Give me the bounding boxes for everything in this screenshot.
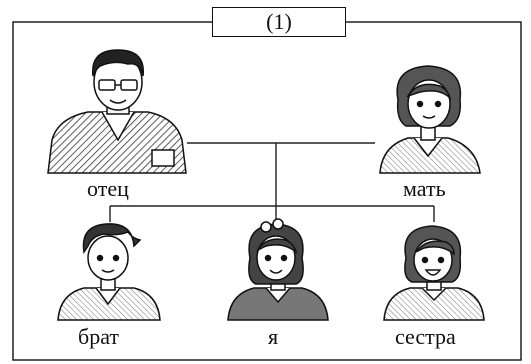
label-mother: мать [403, 176, 446, 201]
label-me: я [268, 324, 279, 349]
father-figure [47, 49, 187, 174]
mother-figure [379, 65, 481, 174]
tree-connectors [109, 142, 435, 222]
me-figure [227, 218, 329, 321]
brother-figure [57, 223, 161, 321]
sister-figure [383, 225, 485, 321]
label-father: отец [87, 176, 129, 201]
label-brother: брат [78, 324, 120, 349]
diagram-title: (1) [212, 7, 346, 37]
label-sister: сестра [395, 324, 456, 349]
